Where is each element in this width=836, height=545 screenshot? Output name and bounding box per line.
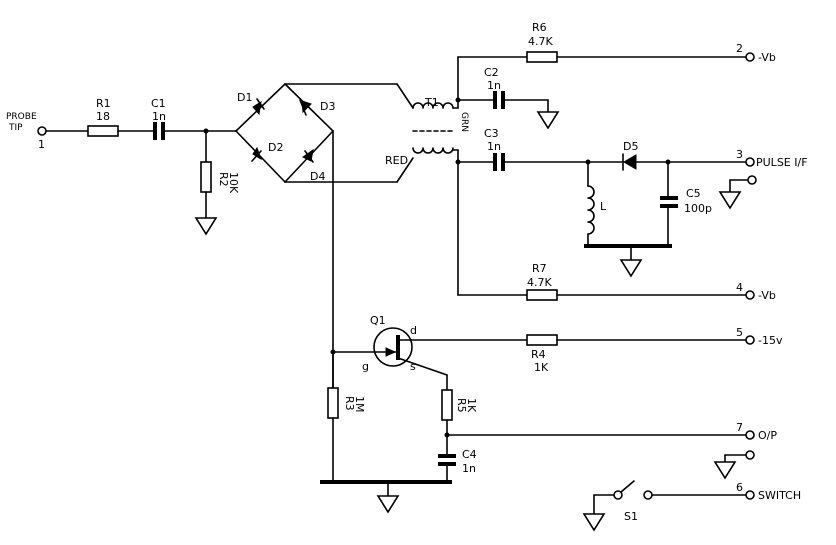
c2-name: C2: [484, 66, 499, 79]
t1-name: T1: [424, 96, 439, 109]
ground-icon: [194, 217, 218, 236]
diode-d1-bar: [256, 98, 265, 110]
terminal-5-pin: 5: [736, 326, 743, 339]
c3-value: 1n: [487, 140, 501, 153]
terminal-4[interactable]: [745, 290, 755, 300]
terminal-5-label: -15v: [758, 334, 783, 347]
switch-s1-lever[interactable]: [620, 480, 635, 493]
probe-label: PROBE: [6, 112, 37, 122]
r7-value: 4.7K: [527, 276, 552, 289]
terminal-3-pin: 3: [736, 148, 743, 161]
r7-name: R7: [532, 262, 547, 275]
d4-name: D4: [310, 170, 325, 183]
ground-icon: [536, 111, 560, 130]
transformer-coil-bottom: [412, 147, 454, 154]
terminal-2[interactable]: [745, 52, 755, 62]
transformer-coil-top: [412, 102, 454, 109]
diode-d5-icon: [623, 154, 637, 170]
ground-icon: [718, 191, 742, 210]
c4-name: C4: [462, 448, 477, 461]
ground-icon: [376, 495, 400, 514]
terminal-3-label: PULSE I/F: [756, 156, 808, 169]
q1-gate-arrow-icon: [385, 347, 397, 357]
terminal-4-pin: 4: [736, 281, 743, 294]
wire: [396, 83, 414, 109]
ground-icon: [582, 513, 606, 532]
transistor-q1: [373, 327, 413, 367]
wire: [397, 357, 448, 376]
diode-d1-icon: [252, 100, 262, 116]
terminal-2-pin: 2: [736, 42, 743, 55]
ground-icon: [619, 259, 643, 278]
t1-red: RED: [385, 154, 408, 167]
probe-label-tip: TIP: [8, 123, 23, 133]
terminal-5[interactable]: [745, 335, 755, 345]
terminal-3[interactable]: [745, 157, 755, 167]
q1-gate: g: [362, 360, 369, 373]
junction-dot: [455, 159, 461, 165]
r5-value: 1K: [465, 398, 478, 413]
resistor-r3: [327, 387, 339, 419]
junction-dot: [455, 97, 461, 103]
resistor-r6: [526, 51, 558, 63]
terminal-4-label: -Vb: [758, 289, 776, 302]
r1-value: 18: [96, 110, 110, 123]
terminal-7-pin: 7: [736, 421, 743, 434]
switch-s1-contact: [643, 490, 653, 500]
resistor-r4: [526, 334, 558, 346]
c3-name: C3: [484, 127, 499, 140]
r3-value: 1M: [353, 396, 366, 413]
d5-name: D5: [623, 140, 638, 153]
c1-value: 1n: [152, 110, 166, 123]
wire: [396, 157, 414, 183]
diode-d4-bar: [304, 150, 314, 163]
resistor-r5: [441, 389, 453, 421]
r4-value: 1K: [534, 361, 549, 374]
r6-name: R6: [532, 21, 547, 34]
ground-terminal[interactable]: [745, 450, 755, 460]
r4-name: R4: [531, 348, 546, 361]
r2-name: R2: [217, 172, 230, 187]
terminal-7-label: O/P: [758, 429, 777, 442]
ground-terminal[interactable]: [747, 175, 757, 185]
probe-tip-terminal[interactable]: [37, 126, 47, 136]
ground-icon: [713, 461, 737, 480]
diode-d3-bar: [299, 99, 307, 116]
c1-name: C1: [151, 97, 166, 110]
switch-s1-contact: [613, 490, 623, 500]
r6-value: 4.7K: [528, 35, 553, 48]
resistor-r1: [87, 125, 119, 137]
c2-value: 1n: [487, 79, 501, 92]
diode-d2-bar: [251, 150, 262, 162]
terminal-2-label: -Vb: [758, 51, 776, 64]
c5-name: C5: [686, 187, 701, 200]
l-name: L: [600, 200, 607, 213]
d2-name: D2: [268, 141, 283, 154]
d3-name: D3: [320, 100, 335, 113]
q1-drain: d: [410, 324, 417, 337]
c5-value: 100p: [684, 202, 712, 215]
r2-value: 10K: [227, 172, 240, 194]
inductor-l: [587, 185, 595, 235]
resistor-r2: [200, 161, 212, 193]
c4-value: 1n: [462, 462, 476, 475]
r5-name: R5: [455, 398, 468, 413]
d1-name: D1: [237, 91, 252, 104]
resistor-r7: [526, 289, 558, 301]
probe-pin: 1: [38, 138, 45, 151]
q1-source: s: [410, 360, 416, 373]
bridge-wire: [284, 83, 334, 132]
q1-name: Q1: [370, 314, 386, 327]
terminal-6[interactable]: [745, 490, 755, 500]
t1-grn: GRN: [459, 112, 469, 132]
terminal-7[interactable]: [745, 430, 755, 440]
s1-name: S1: [624, 510, 638, 523]
r3-name: R3: [343, 396, 356, 411]
terminal-6-label: SWITCH: [758, 489, 801, 502]
r1-name: R1: [96, 97, 111, 110]
terminal-6-pin: 6: [736, 481, 743, 494]
